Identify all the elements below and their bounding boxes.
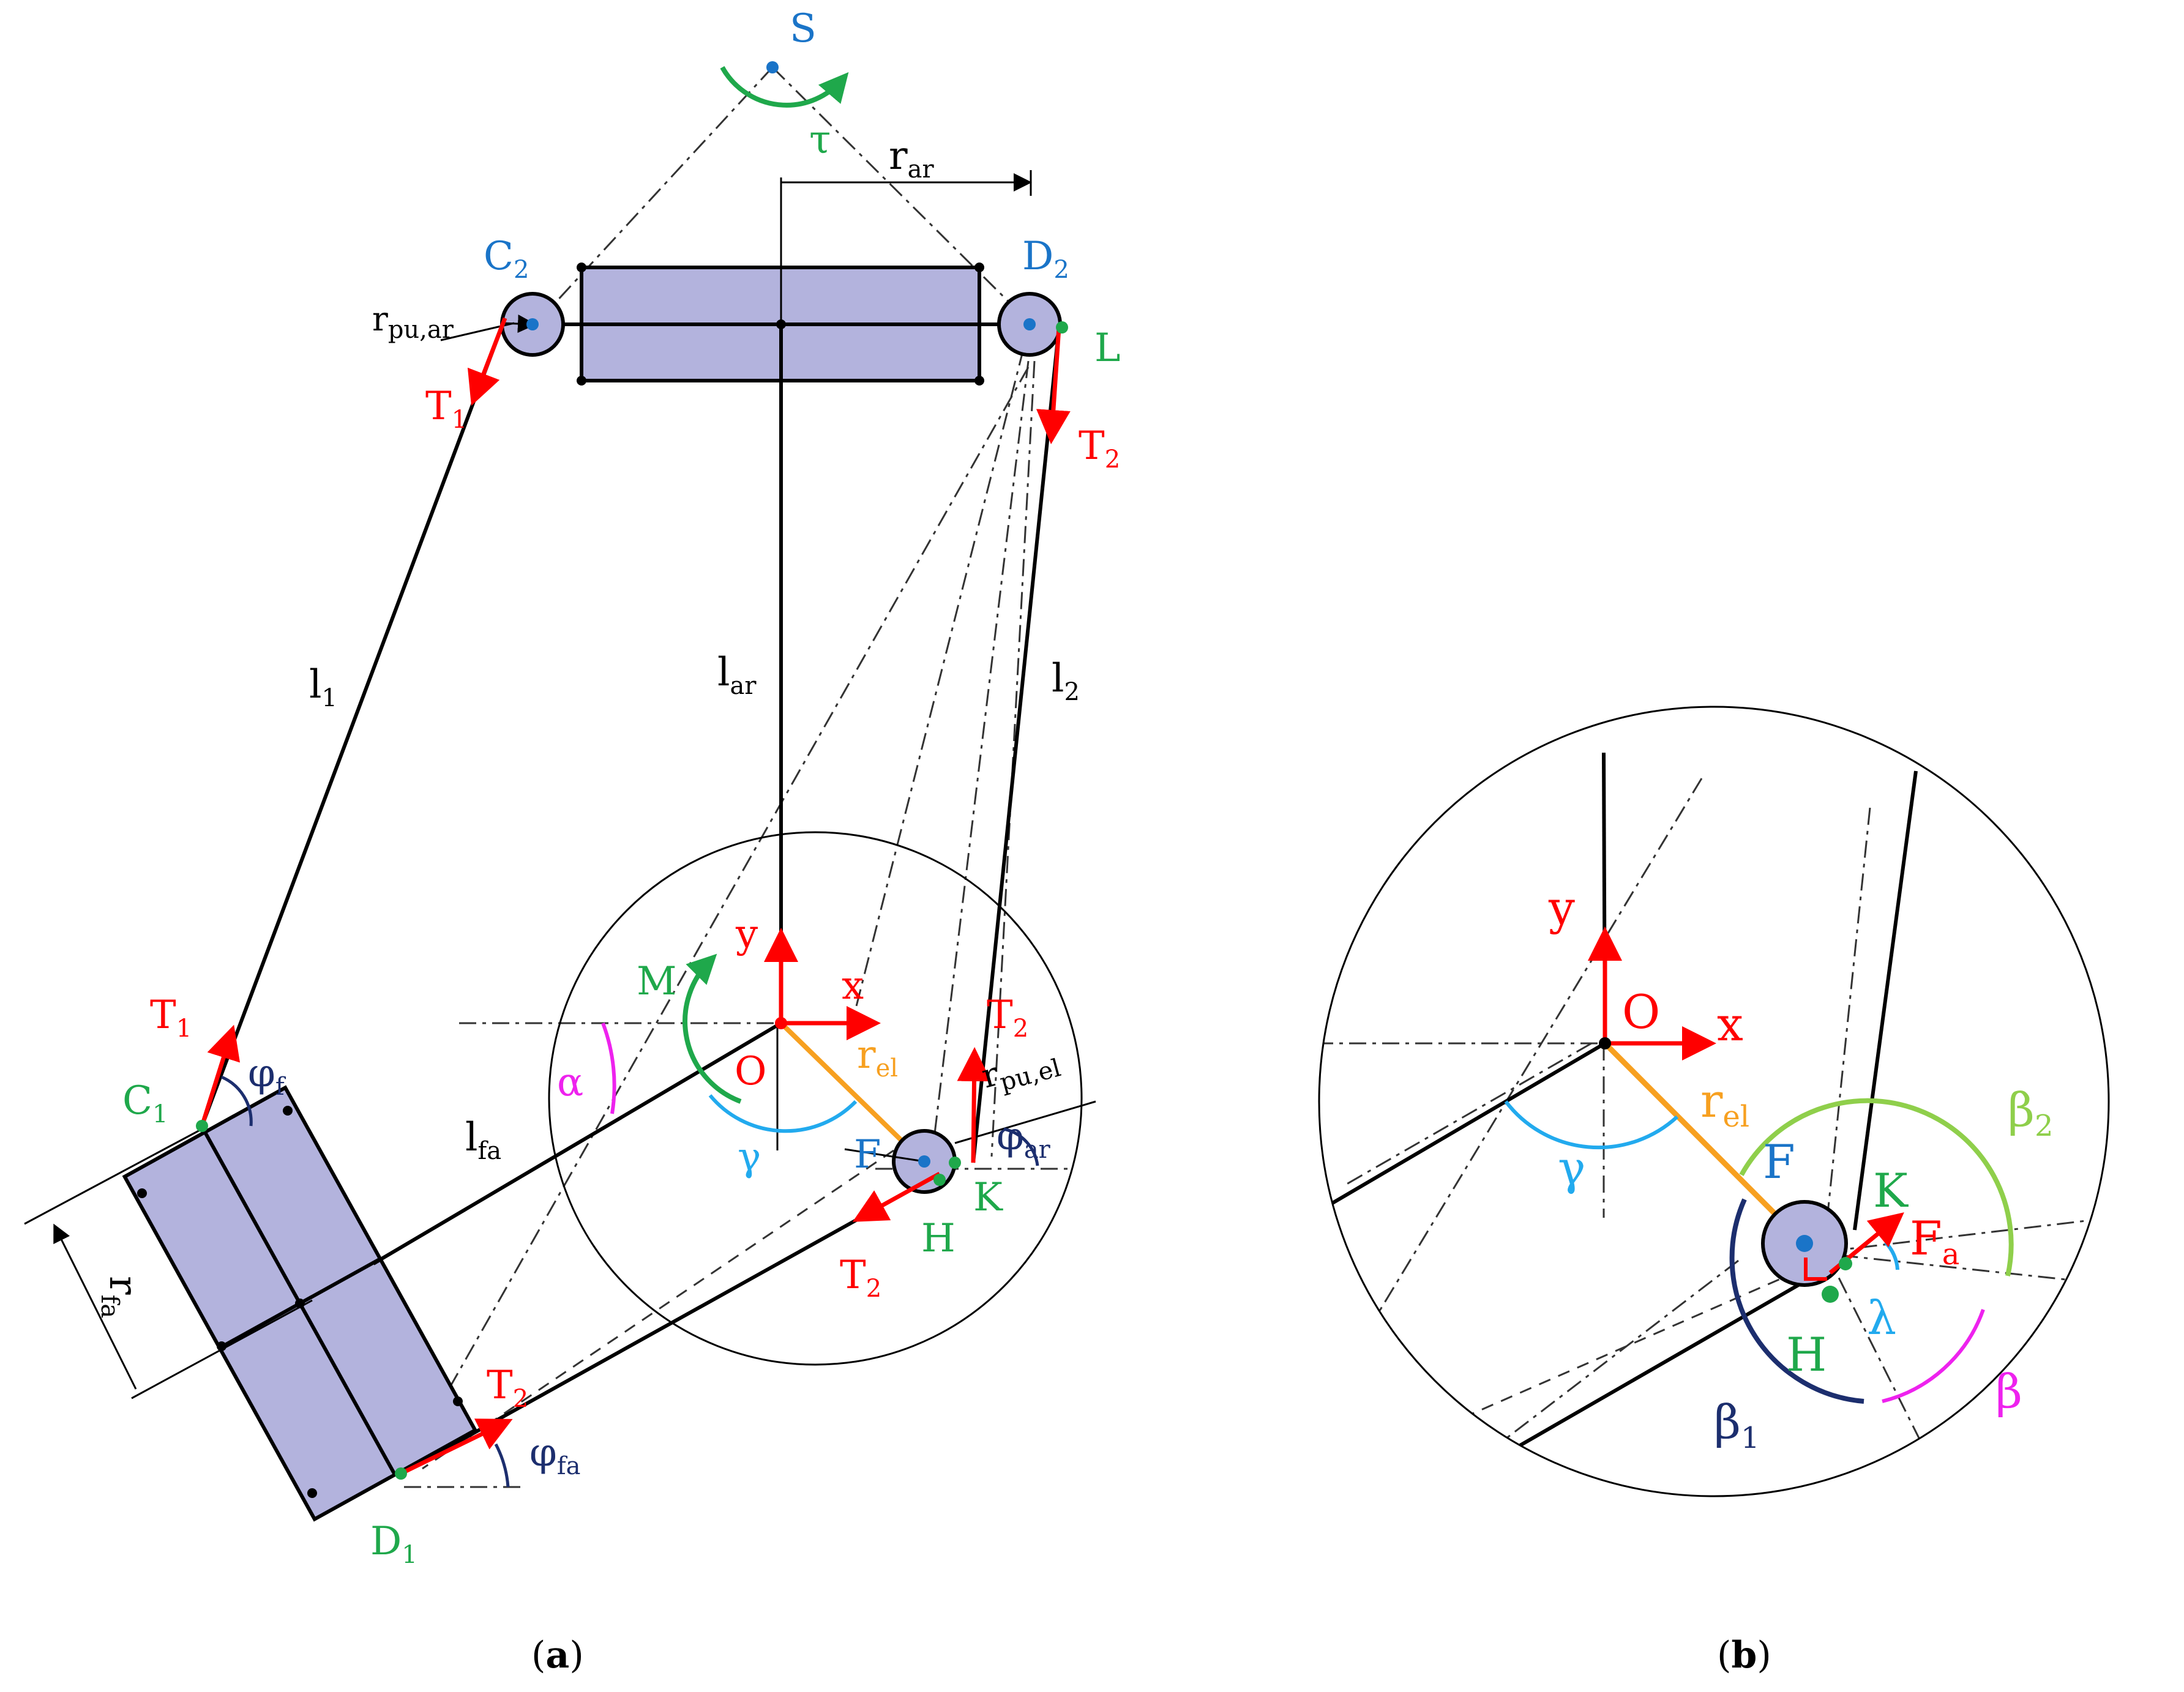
label-x-b: x [1717,997,1743,1051]
label-beta: β [1995,1364,2022,1418]
point-l [1056,321,1068,334]
label-r-el-b: rel [1700,1073,1749,1134]
label-r-el-a: rel [857,1032,898,1083]
point-s [766,61,779,73]
label-f-b: F [1763,1135,1795,1189]
panel-a: S τ rar C2 D2 L rpu,ar T1 T2 l1 lar l2 y… [24,6,1121,1677]
r-el-segment-b [1602,1041,1807,1246]
point-h-b [1822,1286,1839,1303]
label-t2-mid: T2 [987,993,1028,1043]
label-t1-top: T1 [425,384,467,434]
label-lambda: λ [1867,1291,1896,1345]
label-k-b: K [1873,1163,1909,1218]
label-fa-b: Fa [1910,1211,1959,1272]
elbow-detail-circle [548,831,1083,1366]
label-r-pu-ar: rpu,ar [372,300,454,344]
label-alpha: α [557,1060,583,1105]
label-phi-ar: φar [997,1114,1051,1164]
label-s: S [790,6,817,51]
label-l-fa: lfa [465,1115,501,1165]
label-y-a: y [735,912,758,957]
point-f [918,1155,930,1168]
label-o-a: O [735,1049,766,1094]
label-tau: τ [809,117,831,163]
label-f-a: F [854,1132,881,1177]
point-c2 [526,318,539,330]
label-h-a: H [921,1216,956,1261]
label-l2: l2 [1052,656,1080,706]
tendon-l1 [200,317,507,1127]
label-gamma-a: γ [738,1135,761,1180]
label-beta2: β2 [2008,1083,2053,1143]
point-k [949,1157,961,1169]
label-o-b: O [1622,985,1660,1039]
label-t2-low: T2 [840,1253,881,1303]
label-t2-fa: T2 [487,1363,528,1413]
caption-a: (a) [531,1634,584,1677]
point-f-b [1796,1235,1813,1252]
label-l1: l1 [309,662,337,712]
point-h [933,1174,946,1186]
label-k-a: K [973,1175,1003,1220]
label-h-b: H [1786,1327,1827,1382]
label-phi-fa: φfa [529,1430,580,1480]
label-t1-bottom: T1 [150,993,192,1043]
point-d1 [395,1467,407,1480]
label-x-a: x [842,963,864,1008]
caption-b: (b) [1717,1634,1771,1677]
label-l: L [1094,326,1121,371]
point-c1 [196,1120,208,1132]
tendon-l2 [971,327,1061,1163]
label-r-ar: rar [889,133,934,184]
label-y-b: y [1548,881,1575,935]
label-gamma-b: γ [1558,1141,1585,1195]
point-d2 [1023,318,1036,330]
label-beta1: β1 [1714,1395,1759,1455]
point-o [775,1017,787,1029]
panel-b: y O x rel γ F K Fa β2 λ H β β1 (b) [1318,706,2110,1677]
r-el-segment [779,1021,925,1163]
label-r-pu-el: rpu,el [978,1038,1064,1101]
point-k-b [1839,1257,1852,1270]
label-d2: D2 [1022,234,1069,284]
label-c1: C1 [122,1078,168,1128]
label-d1: D1 [370,1519,417,1569]
detail-circle-b [1318,706,2110,1497]
label-r-fa: rfa [95,1276,146,1318]
label-phi-f: φf [248,1051,286,1101]
point-o-b [1599,1037,1611,1049]
label-l-ar: lar [717,650,757,700]
label-c2: C2 [484,234,529,284]
label-m: M [637,959,677,1004]
label-t2-top: T2 [1079,423,1120,474]
